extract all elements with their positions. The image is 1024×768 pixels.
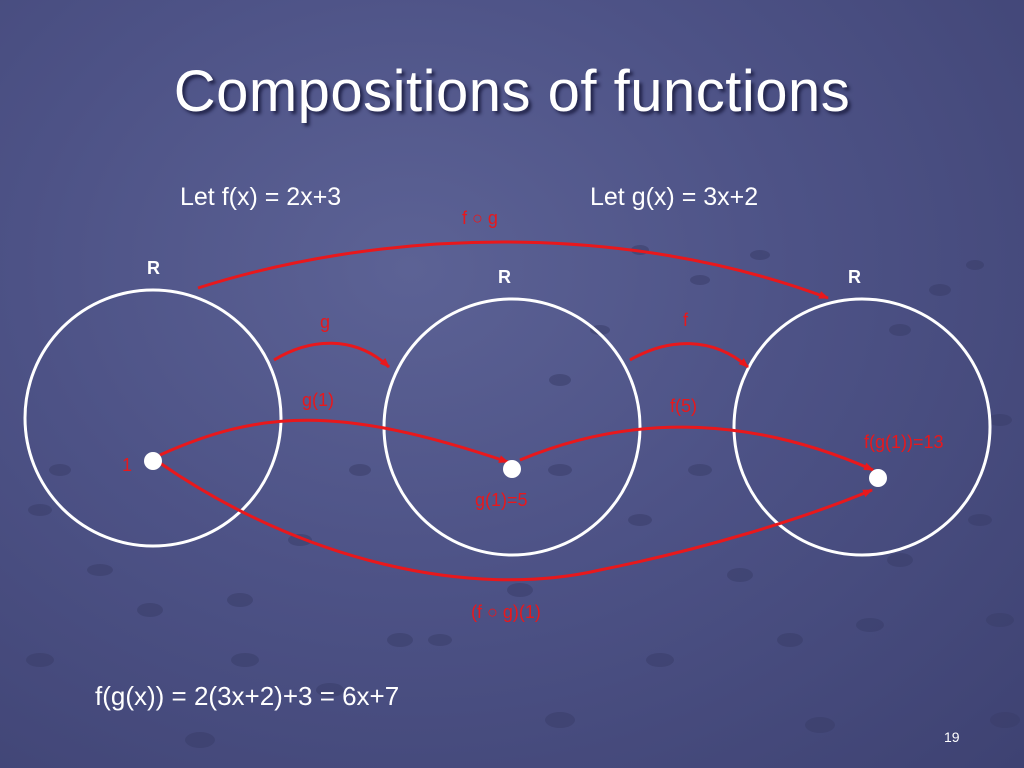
label-f-of-5: f(5) bbox=[670, 396, 697, 416]
set-label-middle: R bbox=[498, 267, 511, 287]
domain-set-circle bbox=[23, 288, 283, 548]
label-f: f bbox=[683, 310, 689, 330]
label-input-value: 1 bbox=[122, 455, 133, 475]
arrow-f bbox=[629, 342, 749, 369]
slide-title: Compositions of functions bbox=[173, 59, 851, 124]
set-label-domain: R bbox=[147, 258, 160, 278]
arrow-composition-bottom bbox=[159, 461, 873, 582]
arrow-f-of-5 bbox=[519, 425, 874, 472]
composition-formula: f(g(x)) = 2(3x+2)+3 = 6x+7 bbox=[95, 681, 400, 711]
point-middle-5 bbox=[503, 460, 521, 478]
label-g: g bbox=[320, 312, 331, 332]
label-composition-bottom: (f ○ g)(1) bbox=[471, 602, 541, 622]
label-output-value: f(g(1))=13 bbox=[864, 432, 944, 452]
slide-number: 19 bbox=[944, 729, 960, 745]
point-output-13 bbox=[869, 469, 887, 487]
definition-g: Let g(x) = 3x+2 bbox=[590, 183, 759, 211]
set-label-codomain: R bbox=[848, 267, 861, 287]
arrow-composition-top bbox=[197, 240, 829, 300]
label-g-of-1: g(1) bbox=[302, 390, 335, 410]
arrow-g bbox=[273, 341, 391, 369]
label-middle-value: g(1)=5 bbox=[475, 490, 528, 510]
codomain-set-circle bbox=[732, 297, 992, 557]
label-composition-top: f ○ g bbox=[462, 208, 498, 228]
definition-f: Let f(x) = 2x+3 bbox=[180, 183, 342, 211]
arrow-g-of-1 bbox=[159, 418, 509, 464]
middle-set-circle bbox=[382, 297, 642, 557]
point-input-1 bbox=[144, 452, 162, 470]
